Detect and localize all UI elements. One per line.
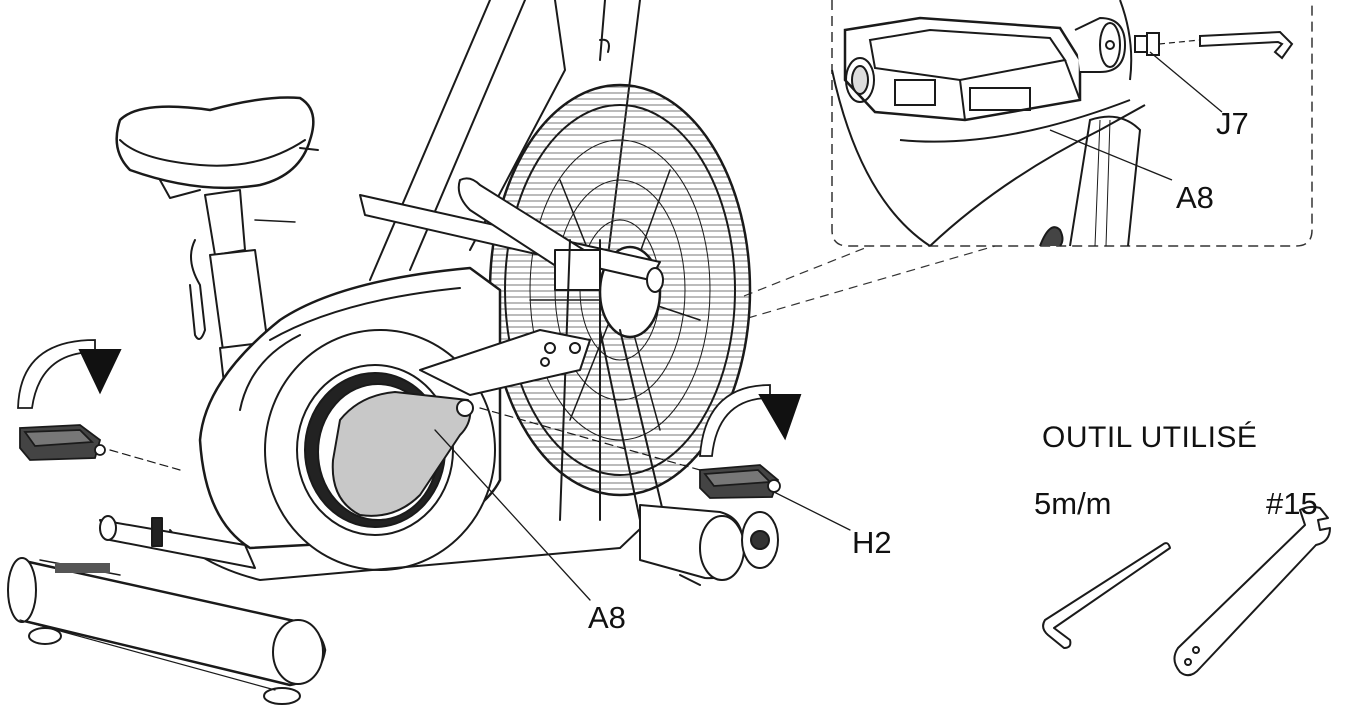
bike-drawing [7, 0, 851, 705]
pedal-wrench-icon [1173, 505, 1331, 677]
rotation-arrow-right [699, 384, 802, 457]
crank-cover [331, 391, 472, 517]
wrench-size: #15 [1266, 486, 1318, 521]
hex-key-size: 5m/m [1034, 486, 1112, 521]
tools-title: OUTIL UTILISÉ [1042, 421, 1258, 454]
right-pedal [699, 464, 781, 499]
label-a8-detail: A8 [1176, 180, 1214, 215]
inset-pedal-drawing [831, 0, 1294, 247]
seat [115, 96, 319, 199]
label-j7: J7 [1216, 106, 1249, 141]
rotation-arrow-left [17, 339, 122, 409]
detail-inset [743, 0, 1313, 319]
label-h2: H2 [852, 525, 892, 560]
label-a8-main: A8 [588, 600, 626, 635]
hex-key-icon [1042, 542, 1171, 649]
left-pedal [19, 424, 106, 461]
